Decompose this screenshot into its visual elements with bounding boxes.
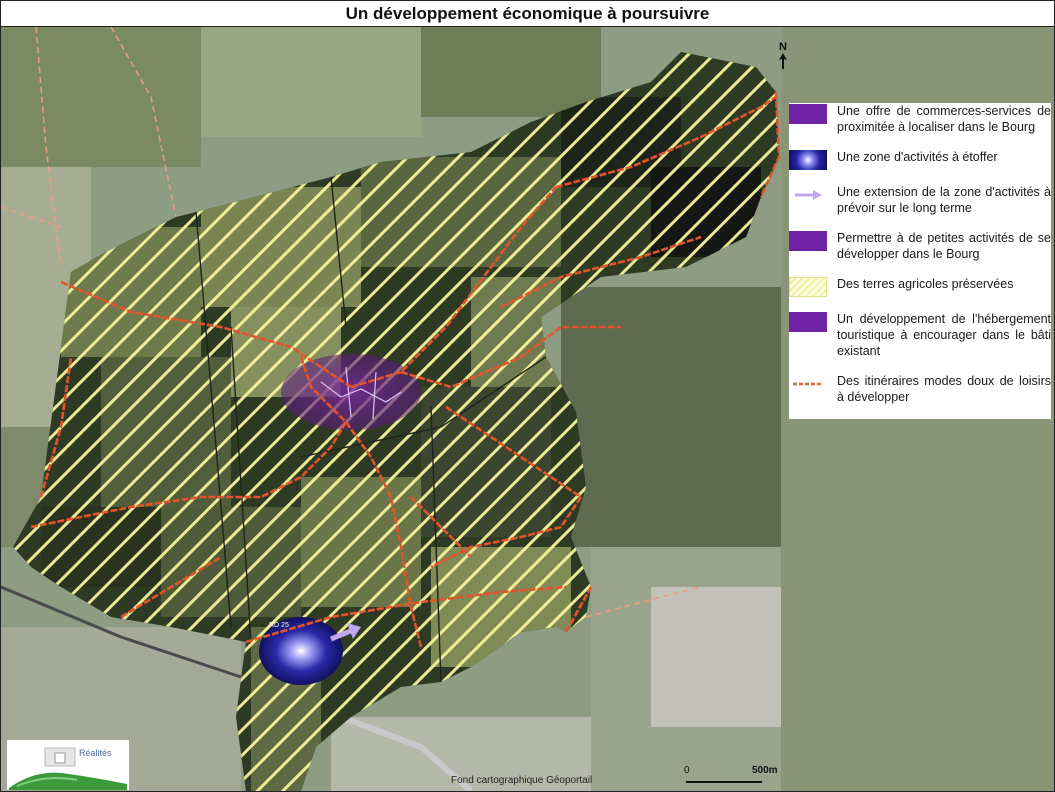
scale-bar: 0 500m: [684, 765, 778, 787]
extension-arrow: [330, 627, 354, 642]
logo: Réalités: [7, 740, 129, 790]
external-roads: [1, 27, 702, 791]
legend-text: Une extension de la zone d'activités à p…: [837, 185, 1051, 215]
legend-item-commerces: Une offre de commerces-services de proxi…: [789, 103, 1051, 135]
purple-fill-icon: [789, 104, 827, 124]
interior-roads: [195, 176, 547, 683]
road-label: RD 25: [269, 622, 289, 629]
logo-icon: Réalités: [9, 747, 127, 790]
scale-start-label: 0: [684, 765, 690, 776]
blue-blob-icon: [789, 150, 827, 170]
purple-fill-icon: [789, 231, 827, 251]
north-arrow-icon: [779, 53, 787, 69]
north-label: N: [779, 41, 787, 53]
legend-text: Des itinéraires modes doux de loisirs à …: [837, 374, 1051, 404]
legend-item-petites-activites: Permettre à de petites activités de se d…: [789, 230, 1051, 262]
legend-text: Permettre à de petites activités de se d…: [837, 231, 1051, 261]
scale-line: [686, 781, 762, 783]
legend-text: Une offre de commerces-services de proxi…: [837, 104, 1051, 134]
bourg-area: [281, 354, 421, 430]
legend-item-hebergement: Un développement de l'hébergement touris…: [789, 311, 1051, 359]
extension-arrow-head: [347, 623, 361, 639]
legend-text: Des terres agricoles préservées: [837, 277, 1014, 291]
legend-text: Une zone d'activités à étoffer: [837, 150, 998, 164]
scale-end-label: 500m: [752, 765, 778, 776]
orange-dash-icon: [789, 374, 827, 394]
yellow-hatch-icon: [789, 277, 827, 297]
north-arrow: N: [773, 41, 793, 72]
lilac-arrow-icon: [789, 185, 827, 205]
map-area: RD 25 N: [1, 27, 1054, 791]
logo-text: Réalités: [79, 748, 112, 758]
map-title: Un développement économique à poursuivre: [1, 1, 1054, 27]
legend-item-itineraires: Des itinéraires modes doux de loisirs à …: [789, 373, 1051, 405]
road-label-text: RD 25: [269, 622, 289, 629]
legend-item-extension: Une extension de la zone d'activités à p…: [789, 184, 1051, 216]
source-label: Fond cartographique Géoportail: [451, 775, 593, 786]
legend-item-zone-activites: Une zone d'activités à étoffer: [789, 149, 1051, 170]
legend-item-terres-agricoles: Des terres agricoles préservées: [789, 276, 1051, 297]
purple-fill-icon: [789, 312, 827, 332]
activity-zone: [259, 617, 361, 685]
legend: Une offre de commerces-services de proxi…: [789, 103, 1051, 419]
soft-mode-routes: [30, 91, 781, 648]
legend-text: Un développement de l'hébergement touris…: [837, 312, 1051, 358]
